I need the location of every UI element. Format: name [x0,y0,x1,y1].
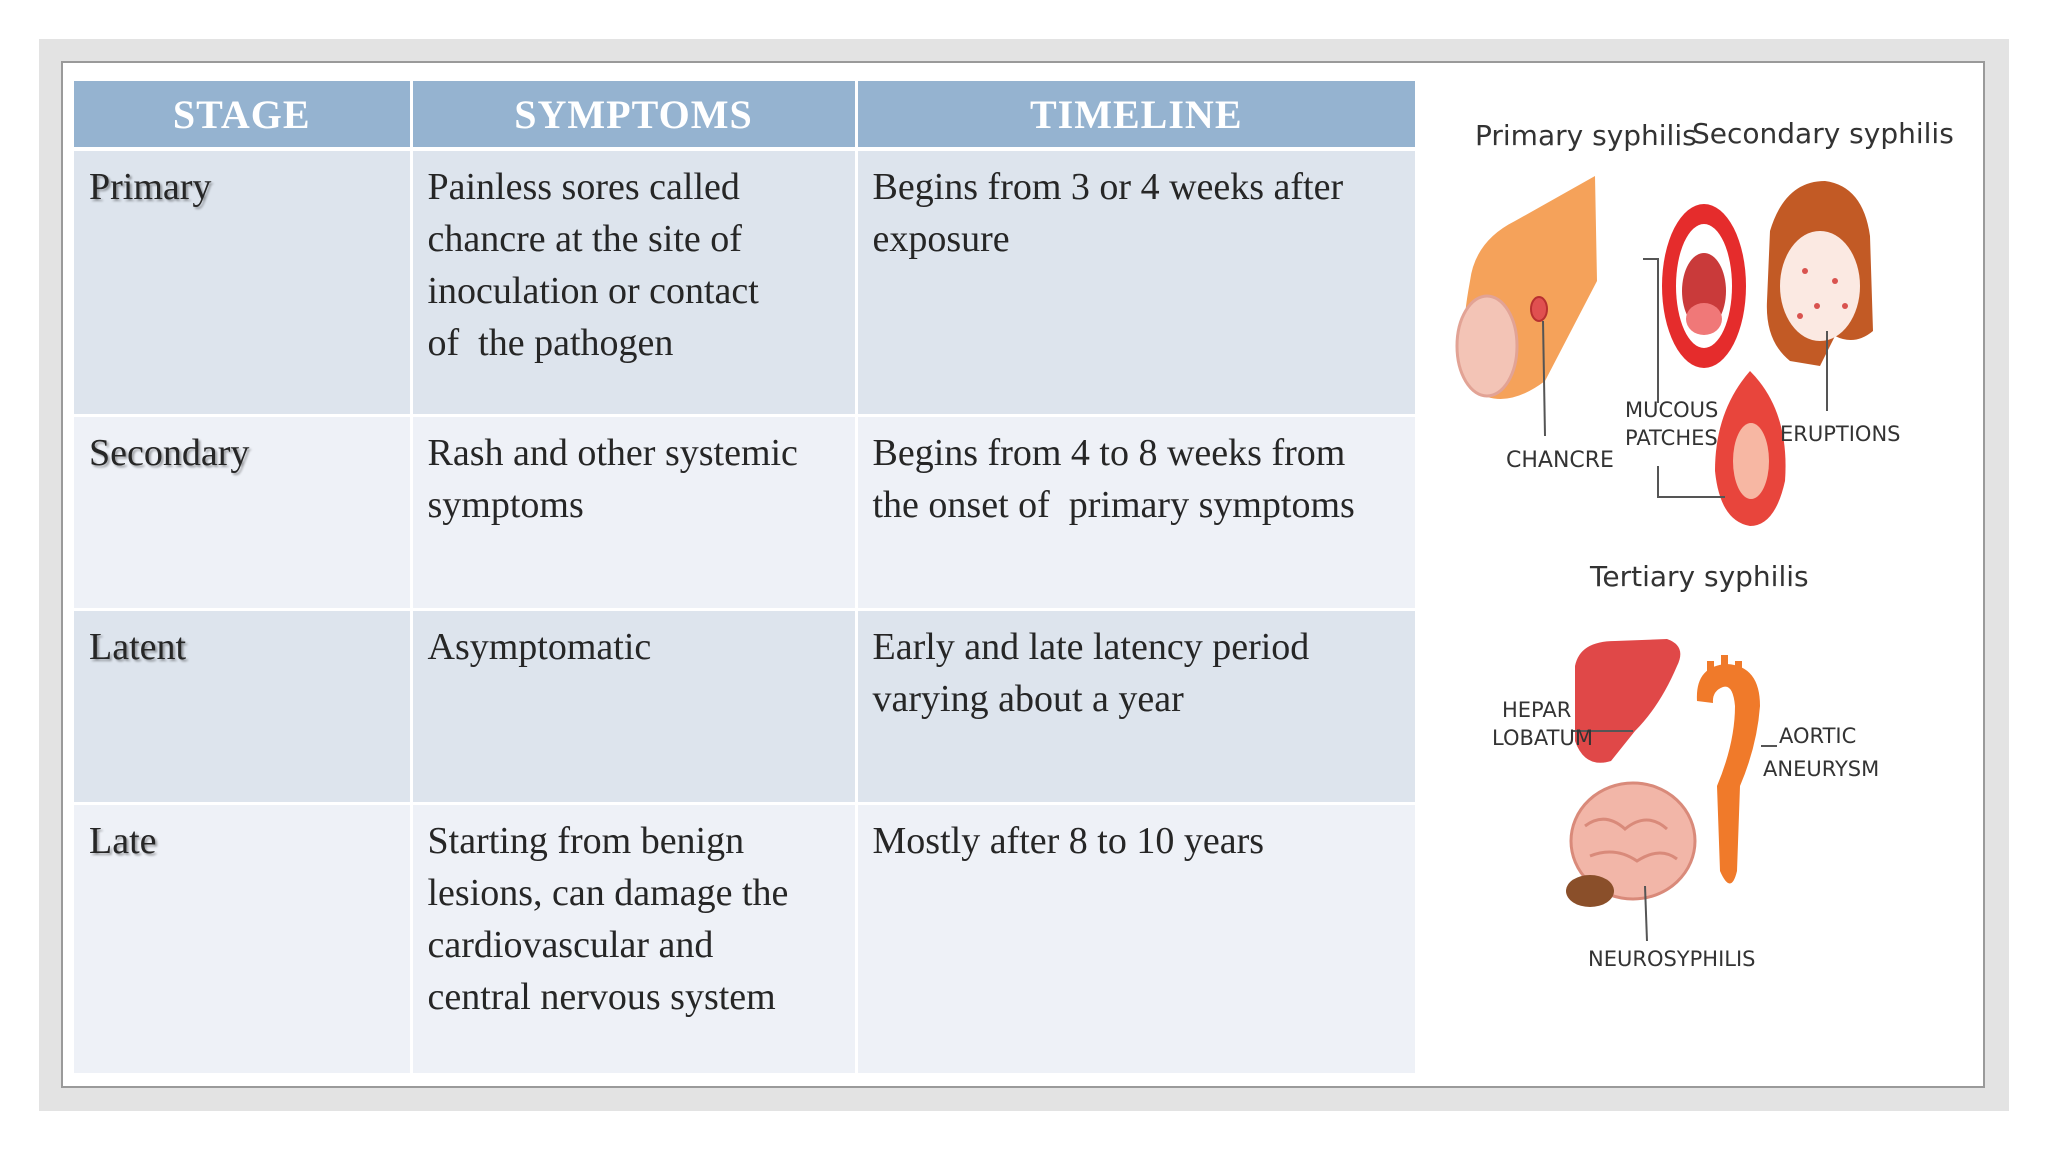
chancre-organ-icon [1455,176,1597,437]
aortic-label-1: AORTIC [1779,724,1856,748]
neurosyphilis-label: NEUROSYPHILIS [1588,947,1756,971]
stage-cell: Primary [74,147,413,415]
text-line: exposure [872,218,1010,260]
timeline-cell: Mostly after 8 to 10 years [856,801,1415,1073]
timeline-cell: Begins from 4 to 8 weeks from the onset … [856,413,1415,609]
genital-lesion-icon [1657,371,1786,526]
symptoms-cell: Asymptomatic [411,607,858,803]
text-line: chancre at the site of [427,218,742,260]
stage-cell: Secondary [74,413,413,609]
timeline-cell: Begins from 3 or 4 weeks after exposure [856,147,1415,415]
symptoms-cell: Starting from benign lesions, can damage… [411,801,858,1073]
primary-syphilis-title: Primary syphilis [1475,119,1697,152]
liver-icon [1573,639,1681,763]
aorta-icon [1696,655,1777,884]
mucous-label-2: PATCHES [1625,426,1718,450]
table-row-latent: Latent Asymptomatic Early and late laten… [74,607,1415,803]
text-line: the onset of primary symptoms [872,483,1355,526]
hepar-label-1: HEPAR [1502,698,1571,722]
mucous-mouth-icon [1643,204,1746,403]
text-line: central nervous system [427,975,776,1018]
text-line: Rash and other systemic [427,431,798,474]
text-line: inoculation or contact [427,270,759,312]
header-symptoms: SYMPTOMS [411,81,858,151]
stage-cell: Late [74,801,413,1073]
text-line: cardiovascular and [427,923,714,966]
text-line: Starting from benign [427,819,745,862]
symptoms-cell: Painless sores called chancre at the sit… [411,147,858,415]
syphilis-stages-table: STAGE SYMPTOMS TIMELINE Primary Painless… [74,81,1415,1073]
text-line: Asymptomatic [427,625,652,668]
table-row-primary: Primary Painless sores called chancre at… [74,147,1415,415]
text-line: Mostly after 8 to 10 years [872,819,1265,862]
mucous-label-1: MUCOUS [1625,398,1718,422]
symptoms-cell: Rash and other systemic symptoms [411,413,858,609]
text-line: Painless sores called [427,166,740,208]
hepar-label-2: LOBATUM [1492,726,1593,750]
table-row-late: Late Starting from benign lesions, can d… [74,801,1415,1073]
text-line: Early and late latency period [872,625,1310,668]
syphilis-stages-illustration: Primary syphilis Secondary syphilis Tert… [1415,81,1974,1077]
illustration-canvas: Primary syphilis Secondary syphilis Tert… [1455,117,1954,971]
text-line: symptoms [427,483,584,526]
table-header-row: STAGE SYMPTOMS TIMELINE [74,81,1415,151]
text-line: varying about a year [872,677,1184,720]
timeline-cell: Early and late latency period varying ab… [856,607,1415,803]
tertiary-syphilis-title: Tertiary syphilis [1589,560,1809,593]
text-line: of the pathogen [427,322,674,364]
chancre-label: CHANCRE [1506,448,1614,473]
brain-icon [1566,781,1697,942]
text-line: Begins from 3 or 4 weeks after [872,166,1344,208]
text-line: lesions, can damage the [427,871,789,914]
eruptions-face-icon [1766,181,1873,411]
header-timeline: TIMELINE [856,81,1415,151]
aortic-label-2: ANEURYSM [1763,757,1879,781]
secondary-syphilis-title: Secondary syphilis [1692,117,1954,150]
stage-cell: Latent [74,607,413,803]
eruptions-label: ERUPTIONS [1780,422,1900,446]
header-stage: STAGE [74,81,413,151]
table-row-secondary: Secondary Rash and other systemic sympto… [74,413,1415,609]
text-line: Begins from 4 to 8 weeks from [872,431,1346,474]
